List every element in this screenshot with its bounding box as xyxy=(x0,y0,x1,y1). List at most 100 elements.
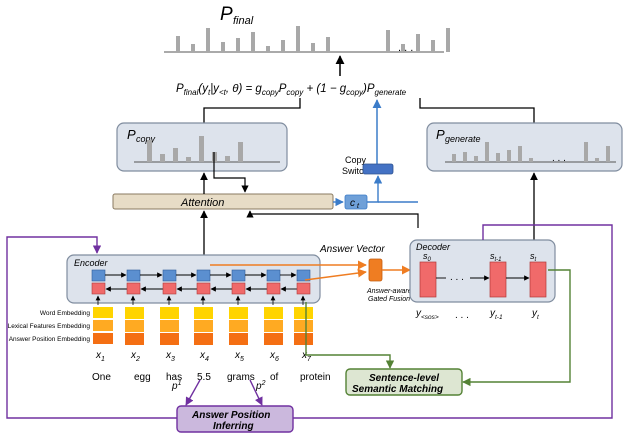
encoder-forward-cell xyxy=(91,269,106,282)
source-token: One xyxy=(92,372,111,383)
p-final-bar xyxy=(416,34,420,52)
encoder-forward-cell xyxy=(266,269,281,282)
decoder-state-label: st xyxy=(530,251,537,263)
p-final-ellipsis: . . . xyxy=(398,42,413,54)
source-token: grams xyxy=(227,372,255,383)
embedding-legend-swatch xyxy=(93,307,113,318)
decoder-state-cell xyxy=(419,261,437,298)
decoder-label: Decoder xyxy=(416,242,451,252)
p-copy-bar xyxy=(147,140,152,162)
p-final-bar xyxy=(386,30,390,52)
encoder-forward-cell xyxy=(162,269,177,282)
token-index: x4 xyxy=(199,350,209,363)
p-final-bar xyxy=(401,44,405,52)
semantic-matching-box xyxy=(345,368,463,396)
p-generate-bar xyxy=(485,142,489,162)
p-final-bar xyxy=(311,43,315,52)
embedding-legend-swatch xyxy=(93,320,113,331)
token-index: x5 xyxy=(234,350,244,363)
embedding-cell xyxy=(264,333,283,345)
p-generate-bars xyxy=(452,142,610,162)
p-generate-bar xyxy=(474,156,478,162)
decoder-input-label: yt-1 xyxy=(489,308,503,321)
embedding-cell xyxy=(194,320,213,332)
semantic-matching-label-1: Sentence-level xyxy=(369,373,439,384)
embedding-cell xyxy=(229,333,248,345)
p-final-bar xyxy=(326,37,330,52)
answer-position-to-decoder-loop xyxy=(293,224,613,419)
encoder-forward-cell xyxy=(126,269,141,282)
embedding-cell xyxy=(125,333,144,345)
p-generate-bar xyxy=(496,153,500,162)
encoder-block: Encoder xyxy=(66,254,321,305)
p-generate-bar xyxy=(529,158,533,162)
p-generate-bar xyxy=(595,158,599,162)
p-copy-box: P copy xyxy=(116,122,288,172)
decoder-state-cell xyxy=(489,261,507,298)
p-copy-label: P xyxy=(127,127,136,142)
source-token: 5.5 xyxy=(197,372,211,383)
encoder-backward-cell xyxy=(162,282,177,295)
embedding-cell xyxy=(294,307,313,319)
attention-label: Attention xyxy=(180,197,224,209)
source-token: protein xyxy=(300,372,331,383)
decoder-state-label: s0 xyxy=(423,251,432,263)
p-generate-bar xyxy=(518,146,522,162)
p-final-label-sub: final xyxy=(233,15,254,27)
p-generate-bar xyxy=(507,150,511,162)
embedding-legend-swatch xyxy=(93,333,113,344)
decoder-state-cell xyxy=(529,261,547,298)
embedding-columns xyxy=(125,307,313,345)
encoder-backward-cell xyxy=(126,282,141,295)
p-final-bar xyxy=(191,44,195,52)
decoder-to-attention-arrow xyxy=(246,210,419,228)
decoder-input-ellipsis: . . . xyxy=(455,310,469,321)
embedding-cell xyxy=(264,307,283,319)
embedding-cell xyxy=(194,333,213,345)
p-final-bar xyxy=(221,42,225,52)
p-generate-box-bg xyxy=(426,122,623,172)
embedding-cell xyxy=(294,333,313,345)
p-final-bar xyxy=(206,28,210,52)
embedding-cell xyxy=(125,320,144,332)
source-token: of xyxy=(270,372,279,383)
token-index: x7 xyxy=(301,350,312,363)
gated-fusion-box xyxy=(368,258,383,282)
semantic-matching-label-2: Semantic Matching xyxy=(352,384,443,395)
answer-vector-label: Answer Vector xyxy=(319,244,385,255)
encoder-backward-cell xyxy=(196,282,211,295)
p-copy-bar xyxy=(225,156,230,162)
p-copy-label-sub: copy xyxy=(136,134,156,144)
embedding-cell xyxy=(160,320,179,332)
p1-arrow xyxy=(185,379,201,406)
context-vector-label-sub: t xyxy=(357,203,360,210)
copy-switch-label-2: Switch xyxy=(342,166,369,176)
encoder-to-semantic-matching-arrow xyxy=(305,302,395,369)
embedding-legend-label: Lexical Features Embedding xyxy=(8,323,91,330)
answer-position-to-encoder-loop xyxy=(6,236,177,419)
answer-position-label-1: Answer Position xyxy=(191,410,270,421)
context-vector-label: c xyxy=(350,198,355,209)
embedding-cell xyxy=(294,320,313,332)
encoder-label: Encoder xyxy=(74,258,109,268)
encoder-backward-cell xyxy=(266,282,281,295)
answer-position-label-2: Inferring xyxy=(213,421,254,432)
embedding-legend-label: Answer Position Embedding xyxy=(9,336,91,343)
answer-position-inferring-box xyxy=(176,405,294,433)
embedding-cell xyxy=(160,307,179,319)
p-generate-to-formula-line xyxy=(419,98,535,123)
source-token: egg xyxy=(134,372,151,383)
embedding-cell xyxy=(194,307,213,319)
p-final-distribution: P final . . . xyxy=(164,4,450,54)
token-index: x6 xyxy=(269,350,279,363)
token-index: x2 xyxy=(130,350,140,363)
p-generate-label-sub: generate xyxy=(445,134,481,144)
gated-fusion-label-1: Answer-aware xyxy=(366,288,412,295)
embedding-cell xyxy=(125,307,144,319)
p-generate-ellipsis: . . . xyxy=(552,153,566,164)
